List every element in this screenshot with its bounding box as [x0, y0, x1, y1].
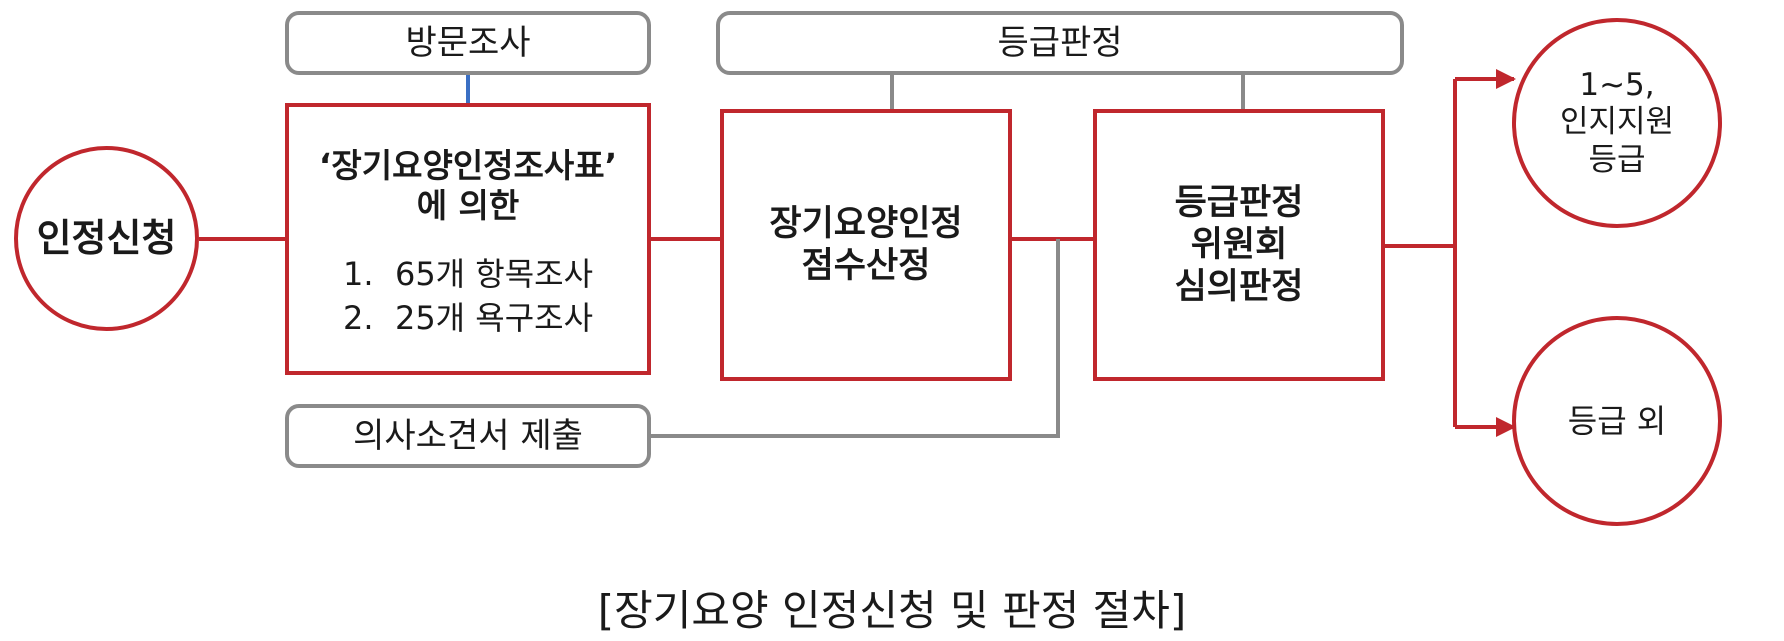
list-item: 1. 65개 항목조사 [343, 253, 593, 296]
grade-decision-label: 등급판정 [997, 22, 1123, 63]
diagram-caption: [장기요양 인정신청 및 판정 절차] [597, 586, 1187, 635]
node-score-calculation: 장기요양인정 점수산정 [720, 109, 1012, 381]
node-result-grade: 1~5, 인지지원 등급 [1512, 18, 1722, 228]
node-application: 인정신청 [14, 146, 199, 331]
doctor-opinion-label: 의사소견서 제출 [353, 415, 583, 456]
committee-label-line: 등급판정 [1174, 183, 1304, 223]
list-item-text: 25개 욕구조사 [394, 298, 594, 337]
list-item-number: 2. [342, 298, 374, 337]
result-grade-line: 등급 [1588, 141, 1646, 178]
survey-items-list: 1. 65개 항목조사 2. 25개 욕구조사 [343, 253, 593, 339]
list-item: 2. 25개 욕구조사 [343, 297, 593, 340]
node-grade-decision-header: 등급판정 [716, 11, 1404, 75]
list-item-text: 65개 항목조사 [394, 255, 594, 294]
node-survey-sheet: ‘장기요양인정조사표’ 에 의한 1. 65개 항목조사 2. 25개 욕구조사 [285, 103, 651, 375]
result-grade-line: 인지지원 [1559, 104, 1675, 141]
result-outside-label: 등급 외 [1567, 401, 1667, 440]
survey-title: ‘장기요양인정조사표’ 에 의한 [319, 146, 617, 225]
survey-title-line: 에 의한 [416, 185, 520, 225]
connector-doctor-junction [651, 239, 1060, 438]
committee-label-line: 위원회 [1190, 225, 1288, 265]
application-label: 인정신청 [36, 215, 177, 260]
committee-label-line: 심의판정 [1174, 267, 1304, 307]
result-grade-line: 1~5, [1579, 67, 1655, 104]
visit-survey-label: 방문조사 [405, 22, 531, 63]
node-result-outside: 등급 외 [1512, 316, 1722, 526]
list-item-number: 1. [342, 255, 374, 294]
score-label-line: 점수산정 [801, 246, 931, 286]
node-visit-survey: 방문조사 [285, 11, 651, 75]
score-label-line: 장기요양인정 [769, 204, 963, 244]
node-committee-review: 등급판정 위원회 심의판정 [1093, 109, 1385, 381]
node-doctor-opinion: 의사소견서 제출 [285, 404, 651, 468]
survey-title-line: ‘장기요양인정조사표’ [318, 146, 618, 186]
